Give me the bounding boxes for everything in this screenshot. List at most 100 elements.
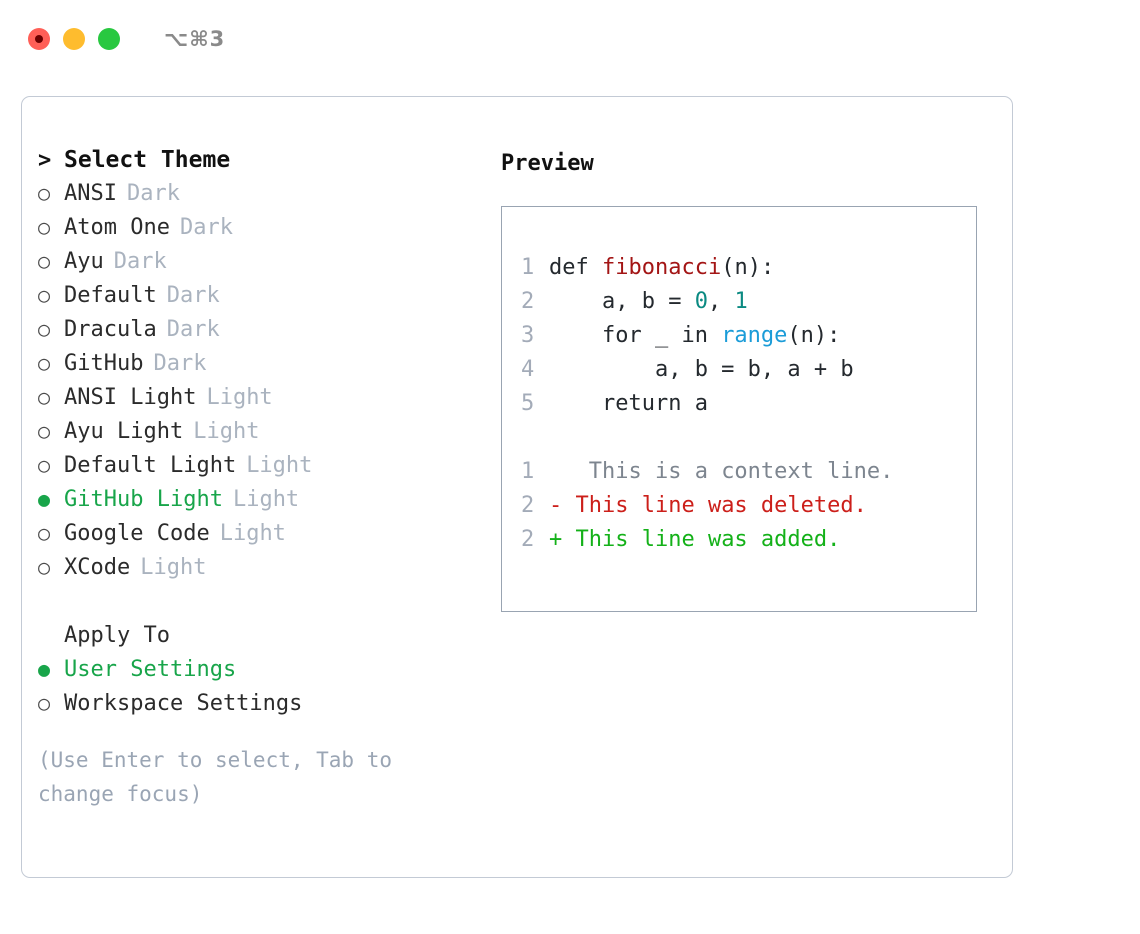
theme-list-item[interactable]: ○ GitHub Dark [38, 351, 498, 385]
theme-item-variant-badge: Dark [166, 317, 220, 342]
apply-to-title: Apply To [64, 623, 170, 648]
theme-item-variant-badge: Light [193, 419, 260, 444]
diff-line-text: This line was added. [562, 527, 841, 552]
code-token-builtin: range [721, 323, 788, 348]
diff-line-deleted: 2- This line was deleted. [521, 493, 970, 527]
radio-unselected-icon: ○ [38, 215, 51, 239]
radio-unselected-icon: ○ [38, 317, 51, 341]
radio-unselected-icon: ○ [38, 419, 51, 443]
theme-item-variant-badge: Dark [179, 215, 233, 240]
keyboard-shortcut-label: ⌥⌘3 [164, 27, 226, 51]
diff-sign [549, 459, 562, 484]
theme-item-label: Ayu Light [64, 419, 184, 444]
apply-to-option[interactable]: ○ Workspace Settings [38, 691, 498, 725]
code-token-number: 0 [694, 289, 708, 314]
diff-line-text: This is a context line. [562, 459, 894, 484]
theme-item-variant-badge: Light [246, 453, 313, 478]
select-theme-header: > Select Theme [38, 147, 498, 181]
radio-unselected-icon: ○ [38, 521, 51, 545]
theme-list-item[interactable]: ○ Dracula Dark [38, 317, 498, 351]
code-line-number: 3 [521, 323, 535, 348]
code-line-number: 4 [521, 357, 535, 382]
radio-selected-icon: ● [38, 487, 51, 511]
theme-item-label: Dracula [64, 317, 157, 342]
apply-to-option-label: User Settings [64, 657, 237, 682]
theme-list-item[interactable]: ● GitHub Light Light [38, 487, 498, 521]
theme-list-item[interactable]: ○ Atom One Dark [38, 215, 498, 249]
zoom-window-button[interactable] [98, 28, 120, 50]
diff-line-number: 2 [521, 527, 535, 552]
theme-item-label: ANSI Light [64, 385, 197, 410]
traffic-lights [28, 28, 120, 50]
code-line: 1 def fibonacci(n): [521, 255, 970, 289]
theme-item-label: Default Light [64, 453, 237, 478]
diff-line-number: 1 [521, 459, 535, 484]
code-line-number: 2 [521, 289, 535, 314]
code-line: 3 for _ in range(n): [521, 323, 970, 357]
keyboard-hint-text: (Use Enter to select, Tab to change focu… [38, 748, 405, 806]
theme-item-label: Atom One [64, 215, 170, 240]
theme-item-variant-badge: Light [219, 521, 286, 546]
diff-line-text: This line was deleted. [562, 493, 867, 518]
theme-list-item[interactable]: ○ Google Code Light [38, 521, 498, 555]
code-line-number: 5 [521, 391, 535, 416]
theme-item-label: GitHub [64, 351, 144, 376]
radio-selected-icon: ● [38, 657, 51, 681]
radio-unselected-icon: ○ [38, 351, 51, 375]
code-token-function: fibonacci [601, 255, 722, 280]
radio-unselected-icon: ○ [38, 691, 51, 715]
apply-to-header: Apply To [38, 623, 498, 657]
preview-title: Preview [501, 151, 594, 176]
theme-list-item[interactable]: ○ Ayu Light Light [38, 419, 498, 453]
select-theme-title: Select Theme [64, 147, 231, 173]
diff-line-number: 2 [521, 493, 535, 518]
code-token: def [549, 255, 602, 280]
code-line-number: 1 [521, 255, 535, 280]
code-token: (n): [787, 323, 841, 348]
code-line: 4 a, b = b, a + b [521, 357, 970, 391]
diff-sign: - [549, 493, 563, 518]
radio-unselected-icon: ○ [38, 249, 51, 273]
apply-to-option-label: Workspace Settings [64, 691, 303, 716]
apply-to-marker-placeholder [38, 625, 64, 645]
radio-unselected-icon: ○ [38, 453, 51, 477]
caret-icon: > [38, 148, 52, 173]
diff-sample: 1 This is a context line.2- This line wa… [521, 459, 970, 561]
list-spacer [38, 589, 498, 623]
theme-list-item[interactable]: ○ Ayu Dark [38, 249, 498, 283]
window-titlebar: ⌥⌘3 [0, 0, 1140, 78]
radio-unselected-icon: ○ [38, 555, 51, 579]
code-token: (n): [721, 255, 775, 280]
code-line: 2 a, b = 0, 1 [521, 289, 970, 323]
minimize-window-button[interactable] [63, 28, 85, 50]
theme-item-variant-badge: Dark [113, 249, 167, 274]
diff-sign: + [549, 527, 563, 552]
theme-item-variant-badge: Light [232, 487, 300, 512]
theme-list-item[interactable]: ○ Default Light Light [38, 453, 498, 487]
theme-item-label: Default [64, 283, 157, 308]
close-icon [35, 35, 43, 43]
apply-to-option[interactable]: ● User Settings [38, 657, 498, 691]
theme-item-label: GitHub Light [64, 487, 223, 512]
theme-item-variant-badge: Dark [153, 351, 207, 376]
theme-item-label: Google Code [64, 521, 210, 546]
code-token: a, b = [549, 289, 695, 314]
code-token-number: 1 [734, 289, 748, 314]
theme-item-label: ANSI [64, 181, 117, 206]
close-window-button[interactable] [28, 28, 50, 50]
diff-line-context: 1 This is a context line. [521, 459, 970, 493]
theme-item-variant-badge: Dark [166, 283, 220, 308]
theme-item-variant-badge: Light [206, 385, 273, 410]
theme-item-label: Ayu [64, 249, 104, 274]
code-token: a, b = b, a + b [549, 357, 854, 382]
code-line: 5 return a [521, 391, 970, 425]
code-token: , [707, 289, 735, 314]
code-diff-separator [521, 425, 970, 459]
